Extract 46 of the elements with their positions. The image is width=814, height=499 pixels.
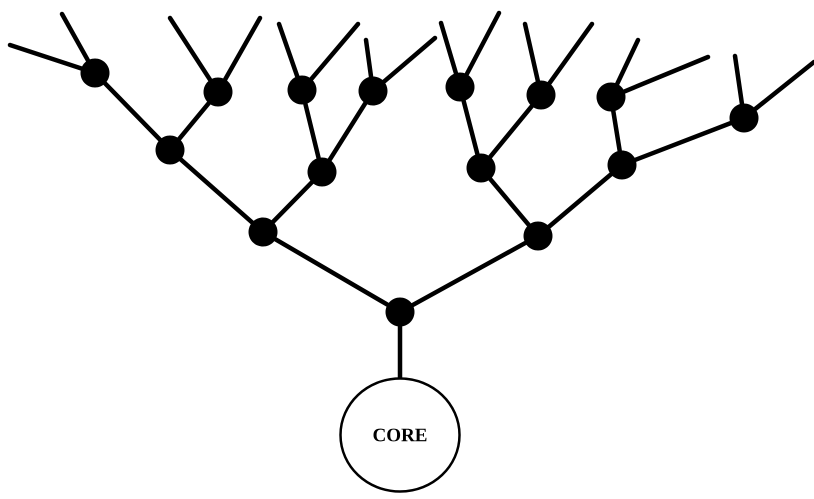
dot [730,104,758,132]
dot [608,150,636,180]
branch-line [103,81,162,142]
branch-line [488,177,531,227]
branch-line [328,101,368,162]
branch-line [753,60,814,112]
branch-line [633,121,733,162]
branch-line [522,22,540,83]
dot [80,58,110,88]
dot [386,298,414,326]
branch-line [276,22,300,78]
branch-line [547,22,594,86]
branch-line [488,104,534,159]
branch-line [615,38,640,86]
branch-line [622,54,710,94]
dot [248,218,278,246]
branch-line [273,237,390,307]
branch-line [546,172,614,229]
branch-line [8,42,84,71]
branch-line [309,22,360,82]
dot [526,80,556,110]
branch-line [732,54,744,106]
branch-line [168,16,212,82]
dot [204,78,232,106]
branch-line [464,10,502,76]
branch-line [611,109,622,153]
branch-line [382,36,438,84]
branch-line [364,38,374,79]
branch-line [223,16,262,82]
dot [358,76,388,106]
branch-line [271,180,314,224]
dot [596,82,626,112]
dot [466,154,496,182]
dot [524,222,552,250]
branch-line [60,12,90,62]
branch-line [398,324,402,380]
dot [308,158,336,186]
dot [156,136,184,164]
branch-line [178,157,254,225]
branch-line [438,20,458,76]
branch-line [177,101,211,141]
branch-line [303,102,321,160]
dot [446,72,474,102]
branch-line [461,98,480,156]
branch-line [410,240,528,308]
dot [288,76,316,104]
